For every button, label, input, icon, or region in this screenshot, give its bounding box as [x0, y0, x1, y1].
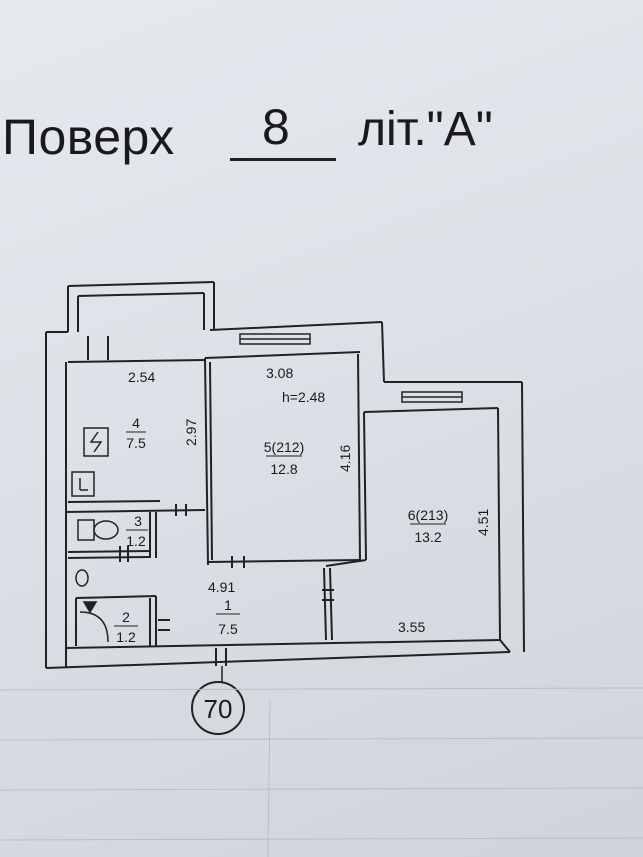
- ceiling-height: h=2.48: [282, 389, 325, 405]
- shower-drain-icon: [82, 601, 98, 614]
- room-6-label: 6(213) 13.2: [408, 507, 448, 545]
- wall-line: [67, 550, 151, 553]
- apartment-number: 70: [204, 694, 233, 724]
- room-number: 1: [224, 597, 232, 613]
- room-area: 12.8: [270, 461, 297, 477]
- sink-icon: [75, 569, 89, 587]
- outer-wall-line: [363, 407, 499, 413]
- room-2-label: 2 1.2: [114, 609, 138, 645]
- dim-3-55: 3.55: [398, 619, 425, 635]
- wall-line: [363, 411, 367, 561]
- shower-icon: [79, 611, 109, 643]
- room-number: 2: [122, 609, 130, 625]
- room-number: 3: [134, 513, 142, 529]
- wall-line: [65, 509, 206, 513]
- dim-4-16: 4.16: [337, 445, 353, 472]
- form-line: [0, 687, 643, 691]
- toilet-bowl-icon: [93, 520, 119, 540]
- outer-wall-line: [65, 639, 501, 649]
- floor-number: 8: [262, 99, 290, 155]
- dim-3-08: 3.08: [266, 365, 293, 381]
- room-number: 5(212): [264, 439, 304, 455]
- apartment-number-circle: [191, 681, 245, 735]
- floor-label: Поверх: [2, 109, 175, 165]
- outer-walls: [45, 321, 525, 669]
- wall-line: [323, 567, 327, 641]
- wall-line: [207, 559, 361, 563]
- outer-wall-line: [521, 381, 525, 653]
- dim-4-91: 4.91: [208, 579, 235, 595]
- interior-walls: [65, 353, 367, 666]
- room-area: 7.5: [218, 621, 238, 637]
- outer-wall-line: [45, 651, 511, 669]
- room-area: 1.2: [116, 629, 136, 645]
- room-3-label: 3 1.2: [126, 513, 148, 549]
- wall-line: [67, 500, 161, 503]
- form-line: [267, 699, 271, 857]
- electric-panel-icon: [83, 427, 109, 457]
- outer-wall-line: [209, 321, 383, 331]
- room-number: 6(213): [408, 507, 448, 523]
- room-area: 7.5: [126, 435, 146, 451]
- dim-4-51: 4.51: [475, 509, 491, 536]
- lightning-icon: [89, 431, 103, 453]
- room-4-label: 4 7.5: [126, 415, 146, 451]
- wall-line: [75, 595, 157, 599]
- outer-wall-line: [67, 359, 206, 363]
- room-area: 1.2: [126, 533, 146, 549]
- wall-line: [209, 361, 213, 561]
- building-letter: літ."А": [358, 103, 493, 156]
- room-area: 13.2: [414, 529, 441, 545]
- form-line: [0, 787, 643, 791]
- stove-icon: [71, 471, 95, 497]
- room-5-label: 5(212) 12.8: [264, 439, 304, 477]
- fixtures: [71, 427, 119, 643]
- outer-wall-line: [497, 407, 501, 641]
- form-line: [0, 737, 643, 741]
- outer-wall-line: [499, 639, 511, 653]
- wall-line: [67, 556, 151, 559]
- wall-line: [325, 559, 367, 567]
- balcony-line: [67, 281, 215, 287]
- form-line: [0, 837, 643, 841]
- wall-line: [357, 353, 361, 563]
- room-1-label: 1 7.5: [216, 597, 240, 637]
- dim-2-97: 2.97: [183, 419, 199, 446]
- background-form-lines: [0, 687, 643, 857]
- floor-number-underline: [230, 158, 336, 161]
- balcony: [67, 281, 215, 360]
- windows: [239, 333, 463, 403]
- toilet-tank-icon: [77, 519, 95, 541]
- outer-wall-line: [381, 321, 385, 383]
- wall-line: [204, 357, 209, 566]
- balcony-line: [77, 292, 205, 297]
- room-number: 4: [132, 415, 140, 431]
- wall-line: [329, 567, 333, 641]
- outer-wall-line: [204, 351, 361, 359]
- dim-2-54: 2.54: [128, 369, 155, 385]
